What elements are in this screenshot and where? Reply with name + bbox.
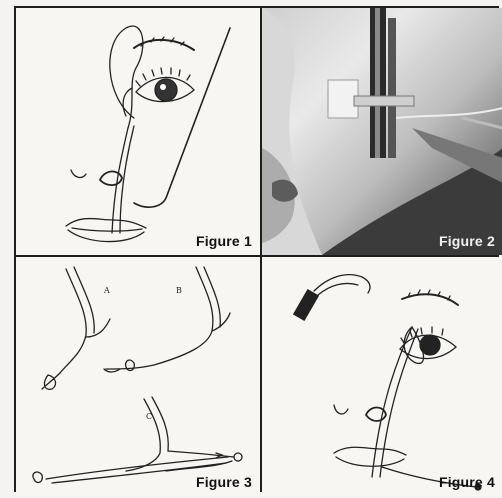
figure-2-caption: Figure 2: [439, 233, 495, 249]
figure-2-panel: Figure 2: [262, 8, 502, 255]
figure-4-caption: Figure 4: [439, 474, 495, 490]
figure-3-panel: A B C Figure 3: [16, 257, 260, 496]
figure-1-panel: Figure 1: [16, 8, 260, 255]
figure-4-illustration: [262, 257, 502, 496]
figure-1-caption: Figure 1: [196, 233, 252, 249]
figure-3-label-b: B: [176, 286, 182, 295]
figure-3-label-c: C: [146, 412, 152, 421]
figure-1-illustration: [16, 8, 260, 255]
figure-2-photo: [262, 8, 502, 255]
figure-grid: Figure 1 Fi: [14, 6, 499, 492]
figure-3-illustration: A B C: [16, 257, 260, 496]
figure-4-panel: Figure 4: [262, 257, 502, 496]
figure-3-caption: Figure 3: [196, 474, 252, 490]
figure-3-label-a: A: [103, 286, 110, 295]
